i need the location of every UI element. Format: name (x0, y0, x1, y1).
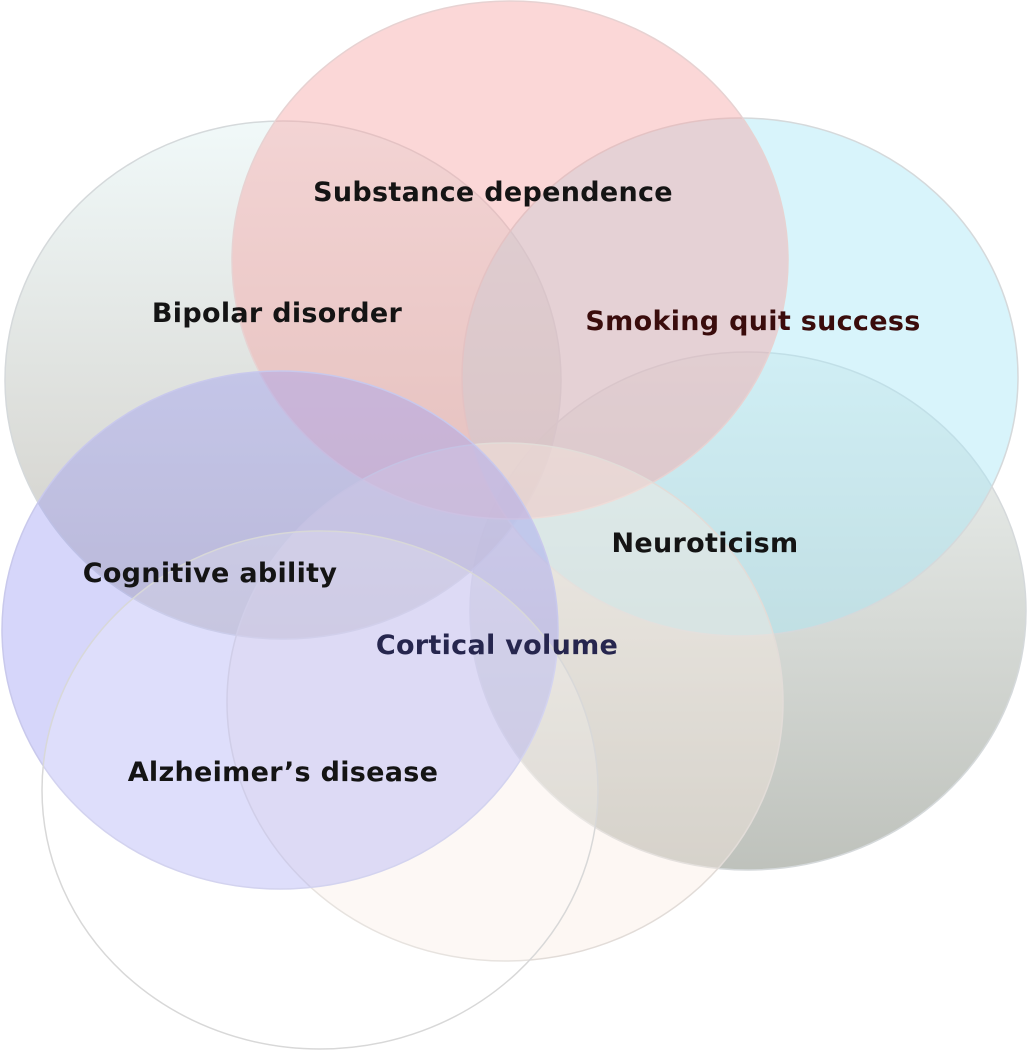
neuroticism-circle (469, 351, 1027, 871)
substance-dependence-circle (231, 0, 789, 520)
cortical-volume-circle (226, 442, 784, 962)
label-neuroticism: Neuroticism (612, 528, 799, 559)
label-alzheimers-disease: Alzheimer’s disease (128, 757, 439, 788)
label-bipolar-disorder: Bipolar disorder (152, 298, 403, 329)
cognitive-ability-circle (1, 370, 559, 890)
label-smoking-quit-success: Smoking quit success (585, 306, 920, 337)
alzheimers-disease-circle (41, 530, 599, 1050)
bipolar-disorder-circle (4, 120, 562, 640)
label-cognitive-ability: Cognitive ability (83, 558, 338, 589)
label-substance-dependence: Substance dependence (313, 177, 673, 208)
label-cortical-volume: Cortical volume (376, 630, 618, 661)
smoking-quit-success-circle (461, 117, 1019, 637)
